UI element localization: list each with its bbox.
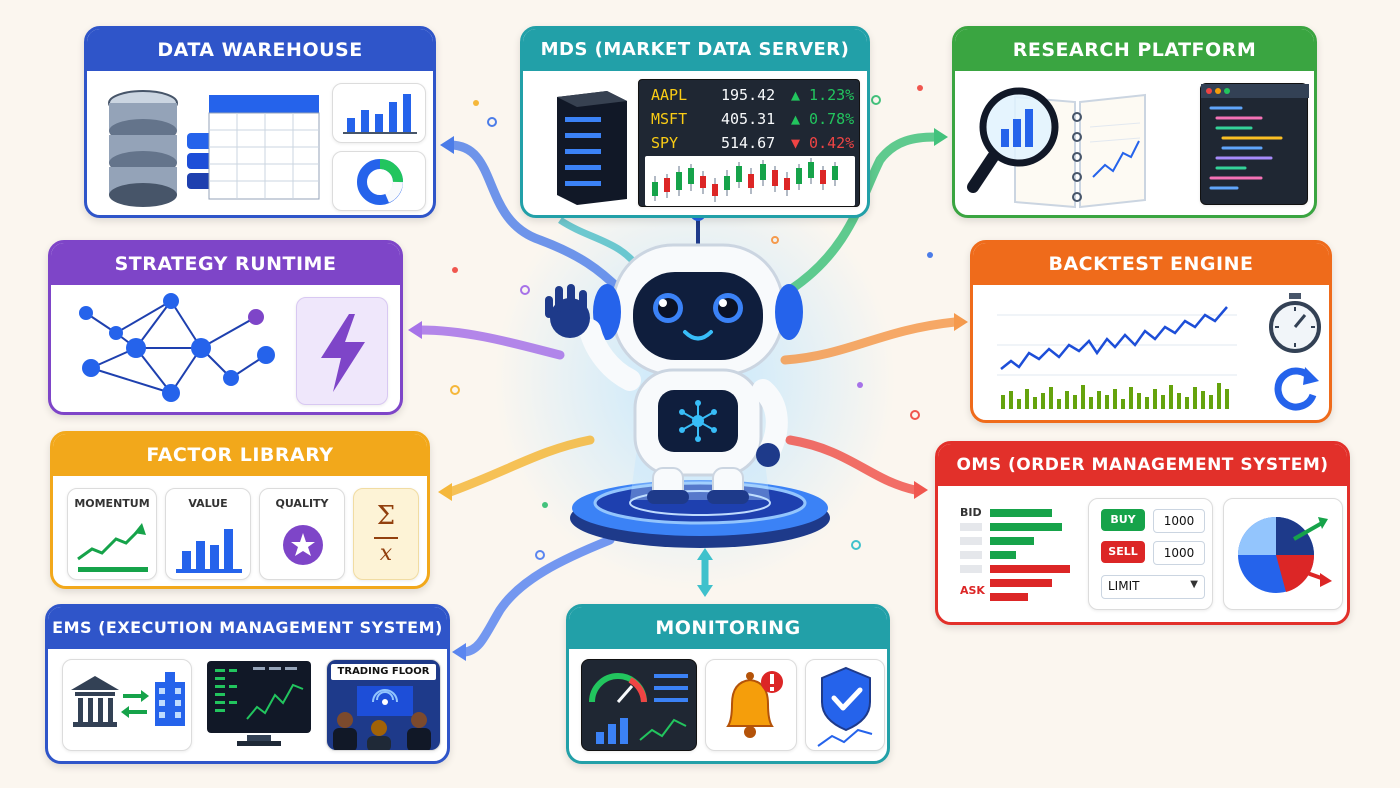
refresh-icon: [1274, 367, 1319, 411]
panel-title: RESEARCH PLATFORM: [955, 29, 1314, 71]
panel-title: BACKTEST ENGINE: [973, 243, 1329, 285]
panel-oms[interactable]: OMS (ORDER MANAGEMENT SYSTEM) BID ASK BU…: [935, 441, 1350, 625]
star-icon: [283, 525, 323, 565]
sigma-symbol: Σ: [376, 501, 396, 531]
bell-icon: [726, 671, 783, 738]
bank-icon: [71, 676, 119, 727]
panel-title: OMS (ORDER MANAGEMENT SYSTEM): [938, 444, 1347, 486]
quote-row-aapl: AAPL 195.42 ▲ 1.23%: [651, 86, 855, 104]
order-type-select[interactable]: LIMIT ▼: [1101, 575, 1205, 599]
donut-chart-icon: [357, 159, 403, 205]
server-icon: [557, 91, 627, 205]
candlestick-icon: [645, 156, 855, 206]
building-icon: [155, 672, 185, 726]
robot-icon: [545, 205, 830, 548]
variable-symbol: x: [379, 541, 393, 566]
factor-card-momentum[interactable]: MOMENTUM: [67, 488, 157, 580]
panel-title: STRATEGY RUNTIME: [51, 243, 400, 285]
chevron-down-icon: ▼: [1190, 579, 1198, 590]
order-entry: BUY 1000 SELL 1000 LIMIT ▼: [1088, 498, 1213, 610]
trading-monitor-icon: [207, 661, 311, 746]
sell-quantity-input[interactable]: 1000: [1153, 541, 1205, 565]
quote-board: AAPL 195.42 ▲ 1.23% MSFT 405.31 ▲ 0.78% …: [638, 79, 860, 207]
alert-icon: [761, 671, 783, 693]
connector-ems: [460, 535, 615, 657]
panel-ems[interactable]: EMS (EXECUTION MANAGEMENT SYSTEM): [45, 604, 450, 764]
factor-card-formula[interactable]: Σ x: [353, 488, 419, 580]
pie-chart-icon: [1238, 517, 1332, 593]
fraction-bar: [374, 537, 398, 539]
security-tile: [805, 659, 885, 751]
pie-chart-tile: [1223, 498, 1343, 610]
panel-title: DATA WAREHOUSE: [87, 29, 433, 71]
trading-floor-label: TRADING FLOOR: [331, 664, 436, 680]
alert-tile: [705, 659, 797, 751]
network-graph-icon: [79, 293, 275, 402]
bid-label: BID: [960, 506, 982, 519]
panel-backtest[interactable]: BACKTEST ENGINE: [970, 240, 1332, 423]
factor-card-value[interactable]: VALUE: [165, 488, 251, 580]
quote-row-spy: SPY 514.67 ▼ 0.42%: [651, 134, 855, 152]
panel-data-warehouse[interactable]: DATA WAREHOUSE: [84, 26, 436, 218]
buy-quantity-input[interactable]: 1000: [1153, 509, 1205, 533]
quote-row-msft: MSFT 405.31 ▲ 0.78%: [651, 110, 855, 128]
panel-factor[interactable]: FACTOR LIBRARY MOMENTUM VALUE QUALITY: [50, 431, 430, 589]
sell-button[interactable]: SELL: [1101, 541, 1145, 563]
exchange-arrows-icon: [121, 690, 149, 718]
performance-chart: [997, 306, 1237, 409]
lightning-icon: [321, 314, 365, 392]
factor-card-quality[interactable]: QUALITY: [259, 488, 345, 580]
stopwatch-icon: [1269, 293, 1321, 353]
magnifier-icon: [967, 87, 1059, 193]
connector-oms: [785, 435, 920, 495]
connector-factor: [445, 435, 595, 497]
ask-label: ASK: [960, 584, 985, 597]
panel-title: EMS (EXECUTION MANAGEMENT SYSTEM): [48, 607, 447, 649]
code-editor-icon: [1200, 83, 1309, 205]
connector-data-warehouse: [445, 140, 625, 295]
panel-monitoring[interactable]: MONITORING: [566, 604, 890, 764]
bar-chart-tile: [332, 83, 426, 143]
database-icon: [108, 90, 217, 207]
panel-research[interactable]: RESEARCH PLATFORM: [952, 26, 1317, 218]
dashboard-tile: [581, 659, 697, 751]
traders-icon: [333, 686, 431, 750]
panel-mds[interactable]: MDS (MARKET DATA SERVER) AAPL 195.42 ▲ 1…: [520, 26, 870, 218]
sparkles: [450, 95, 920, 560]
table-icon: [208, 95, 320, 200]
trading-floor-tile: TRADING FLOOR: [326, 659, 441, 751]
order-book: BID ASK: [960, 500, 1080, 610]
panel-strategy[interactable]: STRATEGY RUNTIME: [48, 240, 403, 415]
routing-tile: [62, 659, 192, 751]
connector-research: [785, 132, 940, 295]
donut-chart-tile: [332, 151, 426, 211]
buy-button[interactable]: BUY: [1101, 509, 1145, 531]
panel-title: FACTOR LIBRARY: [53, 434, 427, 476]
lightning-tile: [296, 297, 388, 405]
gauge-icon: [589, 673, 647, 703]
panel-title: MONITORING: [569, 607, 887, 649]
connector-backtest: [780, 317, 960, 365]
panel-title: MDS (MARKET DATA SERVER): [523, 29, 867, 71]
trend-up-icon: [77, 523, 148, 572]
connector-strategy: [415, 325, 565, 360]
shield-check-icon: [817, 666, 873, 747]
bar-chart-icon: [343, 94, 417, 134]
bar-chart-icon: [176, 529, 242, 573]
